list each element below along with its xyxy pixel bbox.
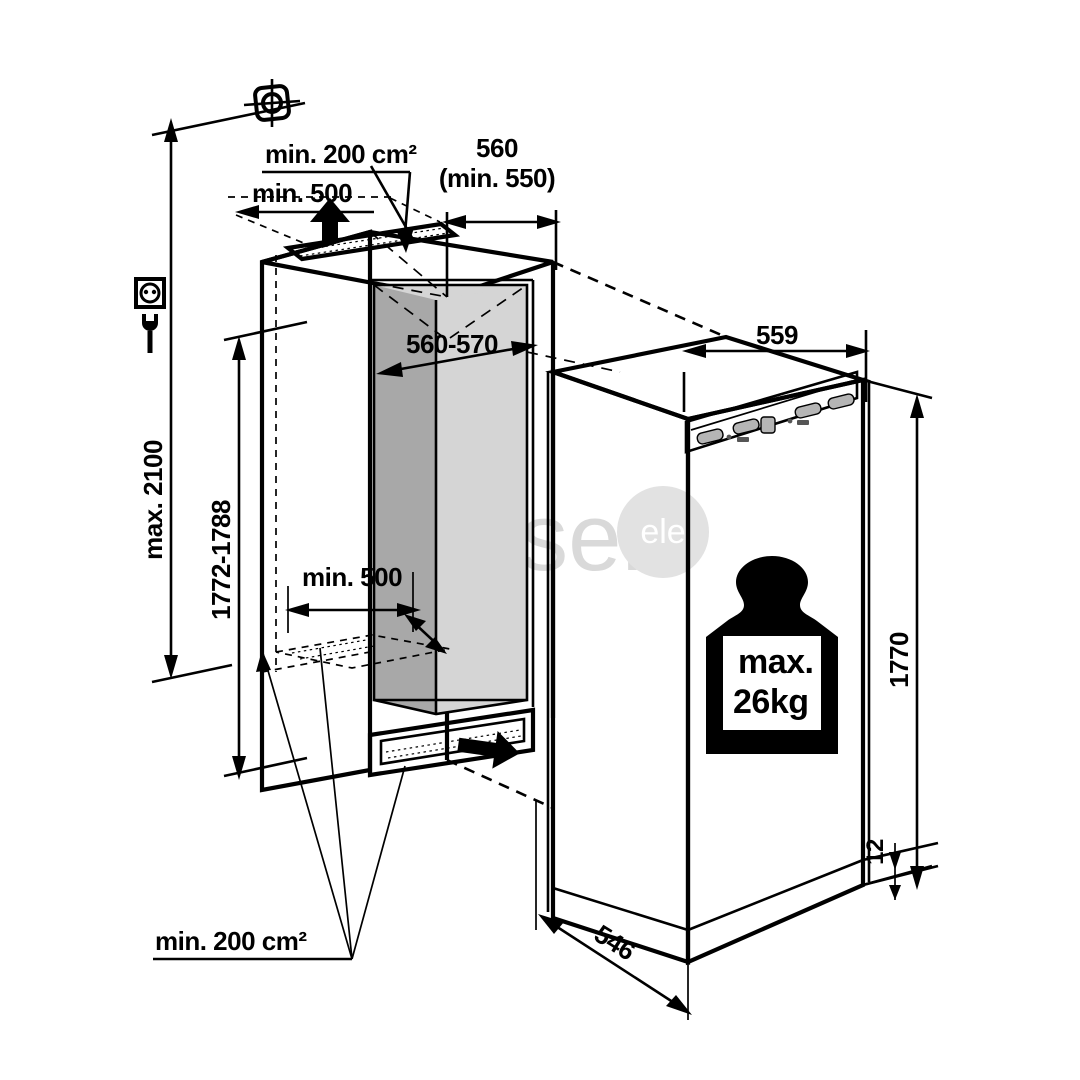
label-appliance-depth-bottom: 546	[589, 919, 640, 967]
hidden-line-b	[369, 231, 448, 298]
power-plug-icon	[142, 314, 158, 353]
label-niche-width: 560-570	[406, 329, 498, 359]
dimension-appliance-depth-bottom: 546	[535, 800, 692, 1020]
niche-back-wall-right	[436, 285, 527, 714]
dimension-niche-width: 560-570	[376, 329, 538, 377]
dimension-niche-depth: 560 (min. 550)	[439, 133, 561, 297]
label-niche-depth-min: (min. 550)	[439, 163, 555, 193]
watermark-logo-text: ele	[640, 513, 685, 551]
dimension-niche-height: 1772-1788	[206, 320, 308, 780]
ceiling-reference-line	[151, 101, 306, 137]
link-dash-mid	[526, 351, 621, 373]
weight-max-load-icon: max. 26kg	[706, 556, 838, 754]
niche-side-wall	[374, 285, 436, 714]
label-niche-depth: 560	[476, 133, 518, 163]
dimension-appliance-height: 1770	[862, 378, 933, 890]
airflow-up-arrow-icon	[310, 198, 350, 248]
weight-label-line2: 26kg	[733, 683, 809, 721]
appliance: max. 26kg	[545, 334, 872, 966]
label-clearance-bottom: min. 500	[302, 562, 402, 592]
dimension-max-2100: max. 2100	[138, 118, 233, 684]
bottom-vent-grille	[367, 707, 536, 778]
hidden-line-e	[261, 651, 371, 673]
label-appliance-height: 1770	[884, 632, 914, 688]
label-vent-bottom: min. 200 cm²	[155, 926, 307, 956]
dimension-vent-top: min. 200 cm²	[262, 139, 418, 253]
appliance-plinth-line-front	[552, 886, 689, 932]
label-niche-height: 1772-1788	[206, 500, 236, 620]
top-vent-slot	[282, 221, 461, 262]
dimension-clearance-top: min. 500	[228, 178, 441, 245]
niche-floor-edge	[373, 698, 528, 716]
dimension-clearance-bottom: min. 500	[285, 562, 447, 654]
crosshair-target-icon	[243, 79, 301, 127]
label-plinth: 12	[862, 839, 889, 865]
link-dash-bottom	[446, 758, 554, 810]
power-socket-icon	[134, 277, 166, 309]
appliance-plinth-line	[687, 858, 864, 932]
dimension-vent-bottom: min. 200 cm²	[153, 647, 406, 961]
dimension-appliance-depth-top: 559	[682, 320, 870, 412]
rear-vent-duct	[275, 634, 451, 669]
airflow-in-arrow-icon	[457, 731, 520, 769]
label-vent-top: min. 200 cm²	[265, 139, 417, 169]
appliance-front-face	[550, 369, 691, 965]
hidden-line-c	[373, 284, 528, 342]
label-appliance-depth-top: 559	[756, 320, 798, 350]
weight-label-line1: max.	[738, 643, 814, 681]
link-dash-top	[552, 260, 727, 339]
dimension-plinth: 12	[862, 839, 939, 900]
mounting-rail	[684, 370, 859, 454]
hidden-line-a	[261, 261, 448, 298]
label-max-2100: max. 2100	[138, 440, 168, 560]
label-clearance-top: min. 500	[252, 178, 352, 208]
